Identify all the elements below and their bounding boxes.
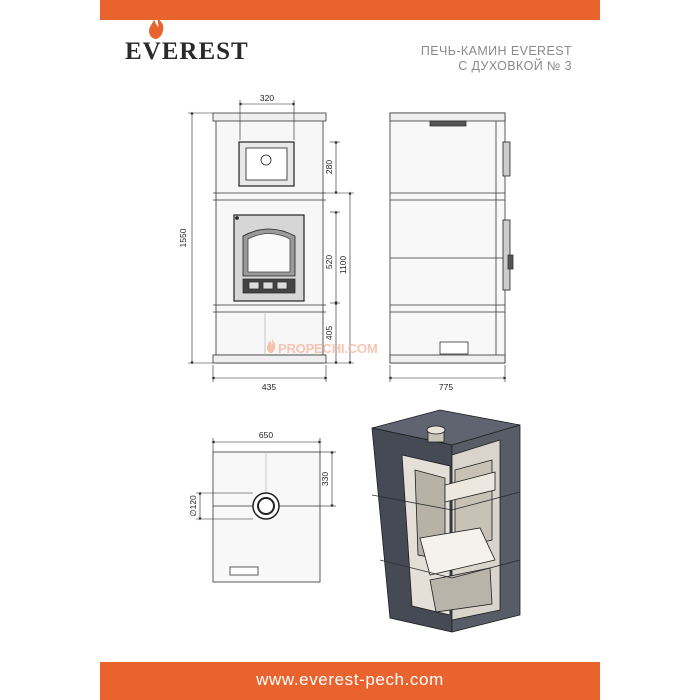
- front-view: [212, 112, 327, 364]
- website-link[interactable]: www.everest-pech.com: [256, 670, 444, 689]
- dim-front-base-height: 405: [324, 326, 334, 340]
- dim-front-upper-height: 1100: [338, 256, 348, 275]
- dim-top-width: 650: [259, 430, 273, 440]
- dim-front-oven-height: 280: [324, 160, 334, 174]
- dim-front-total-height: 1550: [178, 228, 188, 247]
- top-view: [212, 451, 321, 583]
- technical-drawing: 320 1550 280 520 405 1100 435: [178, 93, 521, 633]
- bottom-accent-bar: www.everest-pech.com: [100, 662, 600, 700]
- brand-logo: EVEREST: [125, 38, 249, 65]
- product-title-line2: С ДУХОВКОЙ № 3: [458, 59, 572, 73]
- drawing-sheet: EVEREST ПЕЧЬ-КАМИН EVEREST С ДУХОВКОЙ № …: [100, 0, 600, 700]
- top-dimensions: [196, 438, 336, 521]
- dim-flue-diameter: ∅120: [188, 495, 198, 517]
- dim-front-firebox-height: 520: [324, 255, 334, 269]
- top-accent-bar: [100, 0, 600, 20]
- dim-front-top-width: 320: [260, 93, 274, 103]
- dim-top-depth: 330: [320, 472, 330, 486]
- flame-logo-icon: [149, 15, 164, 39]
- side-dimensions: [388, 365, 507, 382]
- dim-front-bottom-width: 435: [262, 382, 276, 392]
- watermark-flame-icon: [267, 337, 276, 353]
- product-title: ПЕЧЬ-КАМИН EVEREST С ДУХОВКОЙ № 3: [421, 44, 572, 74]
- side-view: [389, 112, 514, 364]
- product-title-line1: ПЕЧЬ-КАМИН EVEREST: [420, 44, 572, 58]
- cutaway-3d-view: [371, 409, 521, 633]
- front-dimensions: [188, 100, 354, 382]
- watermark-text: PROPECHI.COM: [278, 341, 378, 356]
- dim-side-depth: 775: [439, 382, 453, 392]
